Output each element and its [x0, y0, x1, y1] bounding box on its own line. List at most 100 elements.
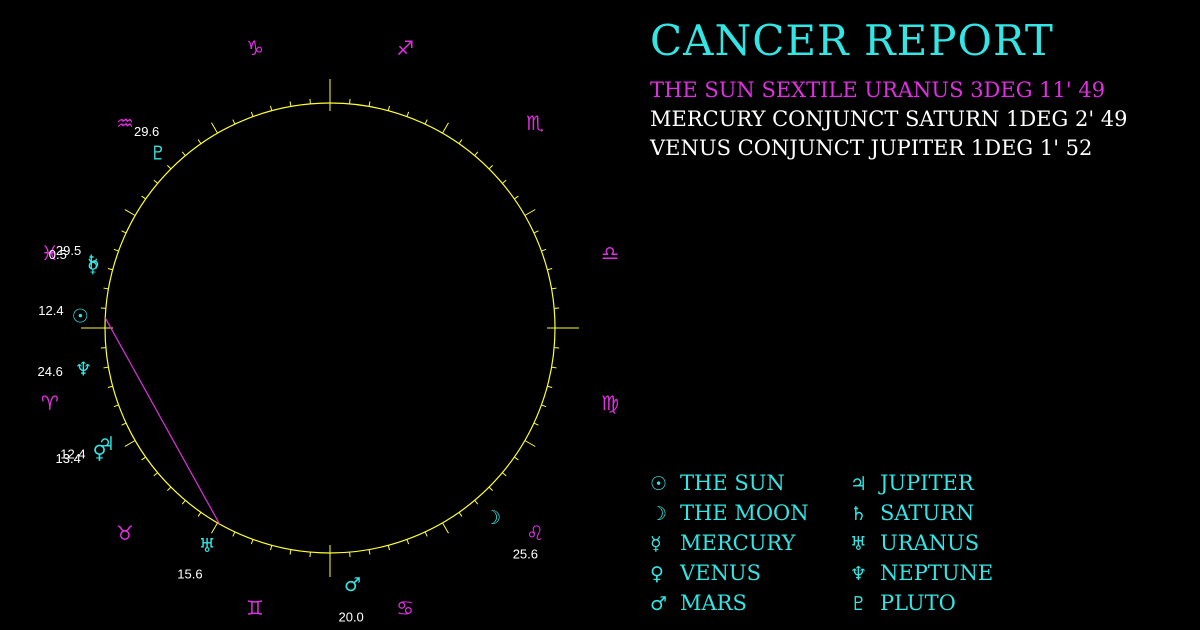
chart-tick: [141, 456, 146, 461]
mercury-icon: ☿: [650, 533, 662, 555]
moon-icon: ☽: [484, 507, 501, 529]
chart-tick: [124, 209, 136, 216]
chart-tick: [232, 531, 236, 537]
chart-tick: [524, 440, 536, 447]
mars-icon: ♂: [344, 574, 361, 596]
pisces-icon: ♓: [41, 241, 59, 265]
legend-label: MERCURY: [680, 531, 796, 555]
cancer-icon: ♋: [396, 596, 414, 620]
legend-label: URANUS: [880, 531, 980, 555]
mercury-icon: ☿: [87, 256, 99, 278]
legend-item-sun: ☉THE SUN: [650, 468, 809, 498]
chart-tick: [474, 151, 479, 156]
legend-column-2: ♃JUPITER ♄SATURN ♅URANUS ♆NEPTUNE ♇PLUTO: [850, 468, 993, 618]
moon-icon: ☽: [650, 503, 668, 525]
chart-tick: [488, 165, 493, 170]
legend-label: JUPITER: [880, 471, 974, 495]
chart-tick: [533, 230, 539, 234]
chart-tick: [167, 165, 172, 170]
aspect-item-3: VENUS CONJUNCT JUPITER 1DEG 1' 52: [650, 136, 1093, 160]
capricorn-icon: ♑: [246, 36, 264, 60]
legend-item-pluto: ♇PLUTO: [850, 588, 993, 618]
legend-item-moon: ☽ THE MOON: [650, 498, 809, 528]
chart-tick: [211, 522, 218, 534]
leo-icon: ♌: [526, 521, 544, 545]
aries-icon: ♈: [41, 391, 59, 415]
chart-tick: [103, 287, 109, 290]
chart-tick: [541, 404, 547, 408]
chart-tick: [103, 366, 109, 369]
chart-tick: [107, 385, 113, 389]
saturn-icon: ♄: [85, 252, 102, 274]
chart-tick: [458, 139, 463, 144]
chart-tick: [269, 105, 273, 111]
legend-item-jupiter: ♃ JUPITER: [850, 468, 993, 498]
legend-item-uranus: ♅ URANUS: [850, 528, 993, 558]
report-title: CANCER REPORT: [650, 16, 1054, 65]
legend-label: THE MOON: [680, 501, 809, 525]
legend-item-mars: ♂MARS: [650, 588, 809, 618]
chart-tick: [502, 472, 507, 477]
planet-degree-label: 0.5: [49, 247, 67, 262]
legend-column-1: ☉THE SUN ☽ THE MOON ☿ MERCURY ♀VENUS ♂MARS: [650, 468, 809, 618]
chart-tick: [474, 500, 479, 505]
chart-tick: [541, 248, 547, 252]
legend-item-venus: ♀VENUS: [650, 558, 809, 588]
chart-tick: [368, 101, 371, 107]
chart-tick: [124, 440, 136, 447]
chart-tick: [551, 287, 557, 290]
planet-glyphs: ☉12.4♆24.6♄29.5☿0.5♇29.6♀13.4♃12.4♅15.6♂…: [38, 124, 539, 624]
natal-chart-wheel: ♈♉♊♋♌♍♎♏♐♑♒♓ ☉12.4♆24.6♄29.5☿0.5♇29.6♀13…: [38, 36, 620, 625]
gemini-icon: ♊: [246, 596, 264, 620]
chart-tick: [269, 545, 273, 551]
chart-tick: [167, 486, 172, 491]
sagittarius-icon: ♐: [396, 36, 414, 60]
aspect-item-2: MERCURY CONJUNCT SATURN 1DEG 2' 49: [650, 107, 1128, 131]
chart-tick: [197, 139, 202, 144]
zodiac-signs: ♈♉♊♋♌♍♎♏♐♑♒♓: [41, 36, 619, 620]
jupiter-icon: ♃: [850, 473, 868, 495]
libra-icon: ♎: [601, 241, 619, 265]
saturn-icon: ♄: [850, 503, 868, 525]
chart-tick: [442, 122, 449, 134]
chart-tick: [232, 119, 236, 125]
chart-tick: [424, 531, 428, 537]
aspect-list: THE SUN SEXTILE URANUS 3DEG 11' 49 MERCU…: [650, 76, 1128, 163]
planet-degree-label: 25.6: [513, 546, 538, 561]
chart-tick: [250, 111, 254, 117]
chart-tick: [113, 248, 119, 252]
planet-degree-label: 12.4: [38, 303, 63, 318]
planet-degree-label: 29.5: [56, 243, 81, 258]
legend-label: PLUTO: [880, 591, 956, 615]
venus-icon: ♀: [650, 563, 664, 585]
chart-tick: [181, 500, 186, 505]
chart-tick: [406, 111, 410, 117]
planet-degree-label: 13.4: [56, 451, 81, 466]
chart-tick: [514, 195, 519, 200]
aspect-item-1: THE SUN SEXTILE URANUS 3DEG 11' 49: [650, 78, 1106, 102]
planet-degree-label: 15.6: [177, 566, 202, 581]
chart-tick: [211, 122, 218, 134]
virgo-icon: ♍: [601, 391, 619, 415]
chart-tick: [551, 366, 557, 369]
legend-label: NEPTUNE: [880, 561, 994, 585]
chart-tick: [524, 209, 536, 216]
chart-tick: [547, 385, 553, 389]
chart-tick: [387, 105, 391, 111]
chart-ticks: [81, 79, 579, 577]
sun-icon: ☉: [72, 306, 89, 328]
chart-tick: [153, 472, 158, 477]
mars-icon: ♂: [650, 593, 668, 615]
legend-item-mercury: ☿ MERCURY: [650, 528, 809, 558]
aquarius-icon: ♒: [116, 111, 134, 135]
chart-tick: [107, 267, 113, 271]
chart-ring: [104, 102, 556, 554]
chart-tick: [442, 522, 449, 534]
legend-item-neptune: ♆NEPTUNE: [850, 558, 993, 588]
chart-tick: [387, 545, 391, 551]
chart-tick: [181, 151, 186, 156]
uranus-icon: ♅: [199, 535, 216, 557]
uranus-icon: ♅: [850, 533, 868, 555]
chart-tick: [289, 549, 292, 555]
planet-degree-label: 12.4: [60, 446, 85, 461]
